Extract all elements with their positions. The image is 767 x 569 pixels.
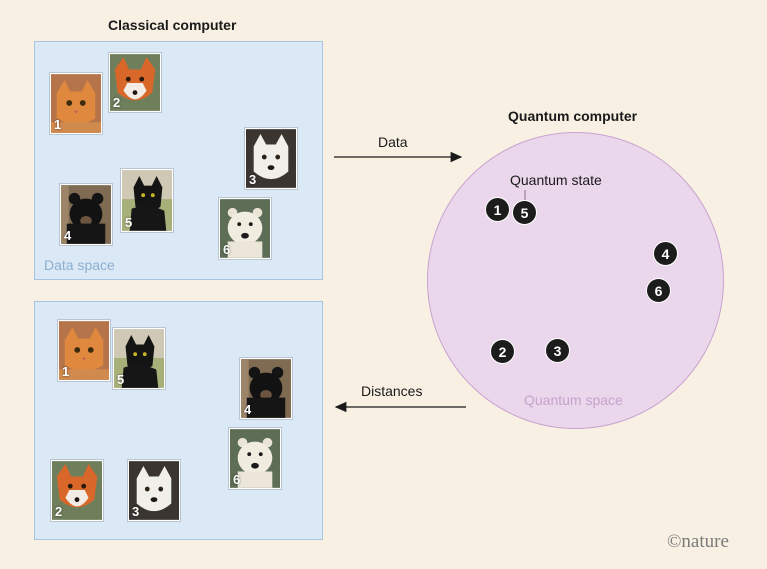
classical-computer-title: Classical computer <box>108 17 237 33</box>
photo-number: 4 <box>244 402 252 417</box>
photo-black-bear: 4 <box>60 184 112 245</box>
quantum-state-6: 6 <box>646 278 671 303</box>
photo-number: 1 <box>54 117 62 132</box>
photo-number: 2 <box>55 504 63 519</box>
photo-number: 5 <box>117 372 125 387</box>
quantum-state-3: 3 <box>545 338 570 363</box>
quantum-computer-title: Quantum computer <box>508 108 638 124</box>
photo-number: 2 <box>113 95 121 110</box>
quantum-space-sphere <box>427 132 724 429</box>
quantum-state-4: 4 <box>653 241 678 266</box>
quantum-space-label: Quantum space <box>524 392 623 408</box>
quantum-state-2: 2 <box>490 339 515 364</box>
photo-number: 6 <box>233 472 241 487</box>
photo-polar-bear: 6 <box>219 198 271 259</box>
photo-cat: 1 <box>50 73 102 134</box>
quantum-state-label: Quantum state <box>510 172 602 188</box>
photo-number: 1 <box>62 364 70 379</box>
photo-white-dog: 3 <box>245 128 297 189</box>
quantum-state-1: 1 <box>485 197 510 222</box>
data-arrow-label: Data <box>378 134 408 150</box>
photo-number: 6 <box>223 242 231 257</box>
nature-logo: ©nature <box>667 531 729 552</box>
photo-number: 3 <box>249 172 257 187</box>
photo-fox: 2 <box>51 460 103 521</box>
photo-cat: 1 <box>58 320 110 381</box>
photo-black-cat: 5 <box>121 169 173 232</box>
photo-number: 5 <box>125 215 133 230</box>
quantum-state-5: 5 <box>512 200 537 225</box>
photo-number: 3 <box>132 504 140 519</box>
photo-fox: 2 <box>109 53 161 112</box>
photo-black-bear: 4 <box>240 358 292 419</box>
photo-number: 4 <box>64 228 72 243</box>
photo-black-cat: 5 <box>113 328 165 389</box>
distances-arrow-label: Distances <box>361 383 423 399</box>
data-space-label: Data space <box>44 257 115 273</box>
photo-white-dog: 3 <box>128 460 180 521</box>
photo-polar-bear: 6 <box>229 428 281 489</box>
